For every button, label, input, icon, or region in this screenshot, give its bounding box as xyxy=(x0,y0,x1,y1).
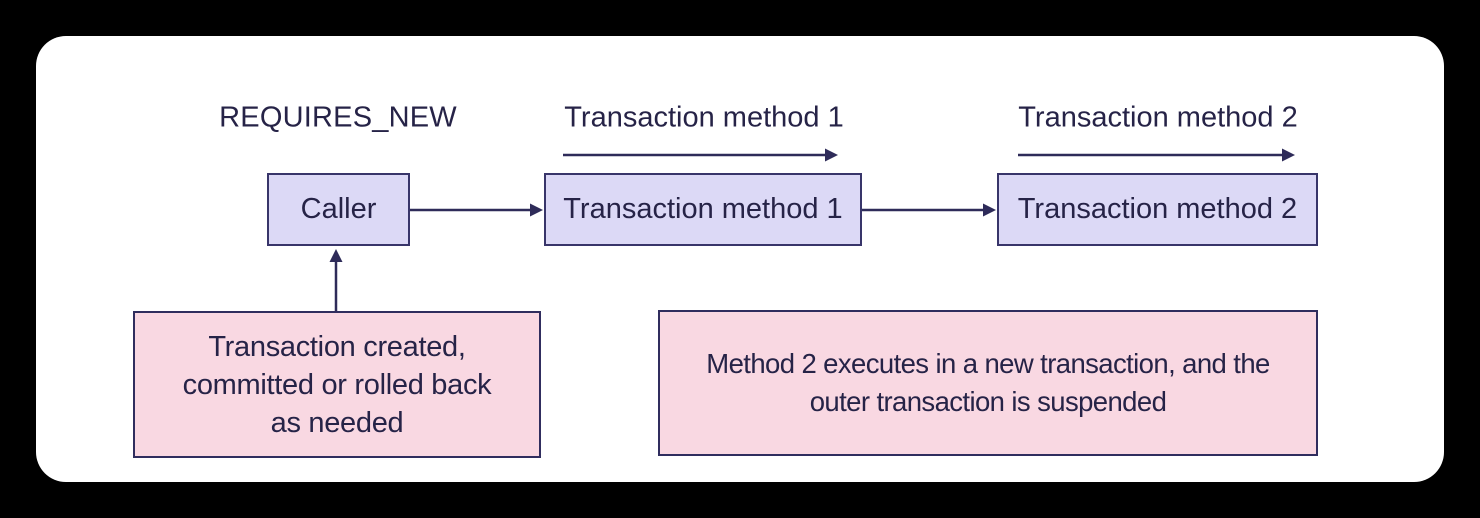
note-transaction-lifecycle: Transaction created, committed or rolled… xyxy=(133,311,541,458)
node-caller-label: Caller xyxy=(300,193,377,225)
timeline-label-method2: Transaction method 2 xyxy=(1018,101,1298,134)
timeline-arrow-method2 xyxy=(1018,148,1295,162)
diagram-title: REQUIRES_NEW xyxy=(219,101,457,134)
node-caller: Caller xyxy=(267,173,410,246)
node-transaction-method-2: Transaction method 2 xyxy=(997,173,1318,246)
note-transaction-lifecycle-text: Transaction created, committed or rolled… xyxy=(182,330,492,439)
note-method2-behavior: Method 2 executes in a new transaction, … xyxy=(658,310,1318,456)
note-method2-behavior-text: Method 2 executes in a new transaction, … xyxy=(706,348,1270,417)
timeline-label-method1: Transaction method 1 xyxy=(564,101,844,134)
arrow-note-to-caller xyxy=(329,249,343,311)
arrow-method1-to-method2 xyxy=(862,203,996,217)
arrow-caller-to-method1 xyxy=(410,203,543,217)
node-transaction-method-1: Transaction method 1 xyxy=(544,173,862,246)
diagram-card: REQUIRES_NEW Transaction method 1 Transa… xyxy=(36,36,1444,482)
timeline-arrow-method1 xyxy=(563,148,838,162)
node-transaction-method-2-label: Transaction method 2 xyxy=(1017,193,1298,225)
node-transaction-method-1-label: Transaction method 1 xyxy=(563,193,843,225)
